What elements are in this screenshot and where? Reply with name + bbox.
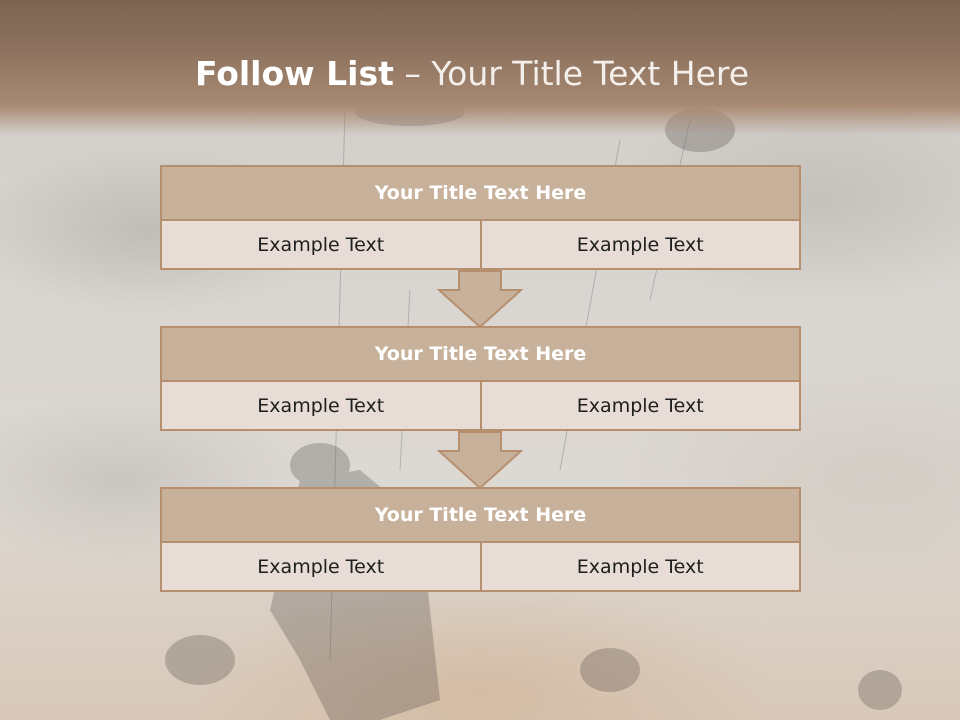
block-title: Your Title Text Here [160, 326, 801, 382]
list-block-3: Your Title Text Here Example Text Exampl… [160, 487, 801, 592]
block-row: Example Text Example Text [160, 382, 801, 431]
block-cell-left: Example Text [160, 221, 482, 270]
block-title: Your Title Text Here [160, 487, 801, 543]
down-arrow-icon [437, 431, 523, 490]
block-cell-right: Example Text [481, 382, 801, 431]
block-cell-left: Example Text [160, 543, 482, 592]
slide-title-rest: – Your Title Text Here [393, 54, 750, 93]
block-row: Example Text Example Text [160, 221, 801, 270]
block-cell-right: Example Text [481, 221, 801, 270]
down-arrow-icon [437, 270, 523, 329]
block-row: Example Text Example Text [160, 543, 801, 592]
block-cell-left: Example Text [160, 382, 482, 431]
slide-title: Follow List – Your Title Text Here [0, 54, 944, 93]
slide-title-bold: Follow List [194, 54, 394, 93]
block-cell-right: Example Text [481, 543, 801, 592]
list-block-2: Your Title Text Here Example Text Exampl… [160, 326, 801, 431]
list-block-1: Your Title Text Here Example Text Exampl… [160, 165, 801, 270]
block-title: Your Title Text Here [160, 165, 801, 221]
header-band [0, 0, 960, 135]
